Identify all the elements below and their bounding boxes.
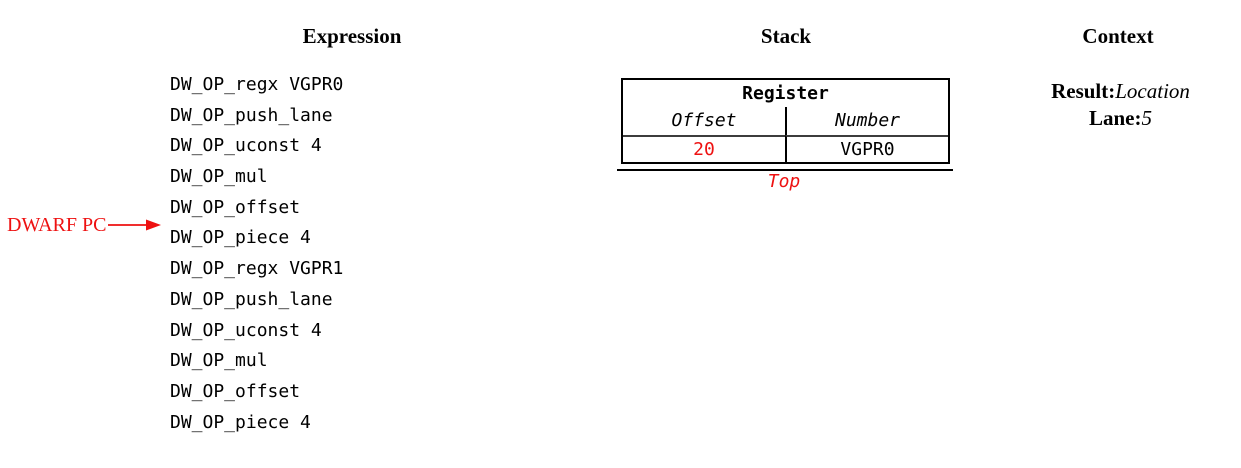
number-column-header: Number [785,107,948,135]
context-result-field: Result:Location [1018,78,1223,105]
context-fields: Result:Location Lane:5 [1018,78,1223,132]
expression-op: DW_OP_push_lane [170,104,333,126]
dwarf-pc-label: DWARF PC [7,214,107,236]
result-label: Result: [1051,79,1116,103]
stack-table-row: 20 VGPR0 [623,135,948,162]
expression-op: DW_OP_push_lane [170,288,333,310]
lane-value: 5 [1141,106,1153,130]
expression-op: DW_OP_piece 4 [170,411,311,433]
expression-column-title: Expression [302,24,402,48]
context-lane-field: Lane:5 [1018,105,1223,132]
stack-table-column-headers: Offset Number [623,107,948,135]
expression-op: DW_OP_regx VGPR1 [170,258,344,280]
expression-op: DW_OP_regx VGPR0 [170,74,344,95]
dwarf-pc-pointer: DWARF PC [7,214,162,236]
stack-register-table: Register Offset Number 20 VGPR0 [621,78,950,164]
right-arrow-icon [108,219,162,231]
stack-table-header: Register [742,83,829,104]
expression-op: DW_OP_mul [170,350,268,372]
register-number-value: VGPR0 [785,135,948,162]
result-value: Location [1115,79,1190,103]
stack-column-title: Stack [760,24,812,48]
stack-top-label: Top [767,171,801,192]
expression-op: DW_OP_offset [170,196,301,218]
offset-value: 20 [623,135,785,162]
context-column-title: Context [1082,24,1154,48]
expression-op: DW_OP_offset [170,380,301,402]
offset-column-header: Offset [671,110,737,131]
stack-base-line [617,169,953,171]
expression-op: DW_OP_mul [170,166,268,188]
expression-op: DW_OP_uconst 4 [170,135,322,157]
expression-list: DW_OP_regx VGPR0 DW_OP_push_lane DW_OP_u… [170,70,430,438]
lane-label: Lane: [1089,106,1142,130]
expression-op: DW_OP_uconst 4 [170,319,322,341]
expression-op: DW_OP_piece 4 [170,227,311,249]
